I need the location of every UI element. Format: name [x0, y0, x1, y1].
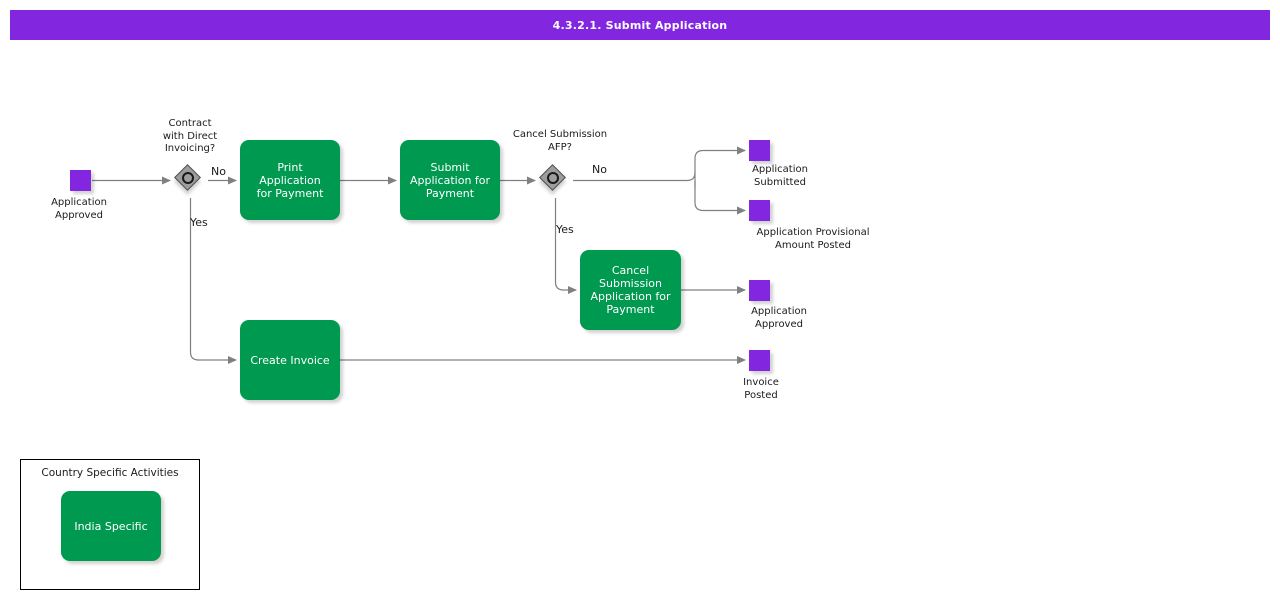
- gateway-ring-icon: [181, 171, 194, 184]
- gateway-contract-with-direct-invoicing[interactable]: [173, 163, 207, 197]
- task-cancel-submission-application-for-payment[interactable]: Cancel Submission Application for Paymen…: [580, 250, 681, 330]
- end-event-application-submitted-label: Application Submitted: [752, 164, 808, 188]
- end-event-application-provisional-amount-posted[interactable]: [749, 200, 770, 221]
- legend-item-india-specific-label: India Specific: [74, 519, 148, 533]
- task-submit-application-for-payment[interactable]: Submit Application for Payment: [400, 140, 500, 220]
- legend-country-specific-activities: Country Specific Activities India Specif…: [20, 459, 200, 590]
- gateway-contract-with-direct-invoicing-label: Contract with Direct Invoicing?: [162, 118, 218, 154]
- end-event-application-provisional-amount-posted-label: Application Provisional Amount Posted: [756, 227, 870, 251]
- flow-label-gateway2-no: No: [592, 163, 607, 176]
- end-event-invoice-posted-label: Invoice Posted: [743, 377, 779, 401]
- flow-gateway2-yes-to-cancel-submission: [554, 198, 577, 294]
- task-print-application-for-payment-label: Print Application for Payment: [256, 160, 324, 200]
- page-title: 4.3.2.1. Submit Application: [552, 18, 728, 32]
- legend-title: Country Specific Activities: [41, 467, 179, 479]
- start-event-application-approved[interactable]: [70, 170, 91, 191]
- end-event-application-approved-label: Application Approved: [751, 306, 807, 330]
- legend-item-india-specific[interactable]: India Specific: [61, 491, 161, 561]
- task-cancel-submission-application-for-payment-label: Cancel Submission Application for Paymen…: [590, 264, 671, 316]
- start-event-application-approved-label: Application Approved: [51, 197, 107, 221]
- gateway-cancel-submission-afp[interactable]: [538, 163, 572, 197]
- flow-label-gateway2-yes: Yes: [556, 223, 574, 236]
- task-submit-application-for-payment-label: Submit Application for Payment: [409, 160, 491, 200]
- flow-label-gateway1-no: No: [211, 165, 226, 178]
- flow-label-gateway1-yes: Yes: [190, 216, 208, 229]
- page-title-bar: 4.3.2.1. Submit Application: [10, 10, 1270, 40]
- end-event-invoice-posted[interactable]: [749, 350, 770, 371]
- end-event-application-approved[interactable]: [749, 280, 770, 301]
- gateway-ring-icon: [546, 171, 559, 184]
- gateway-cancel-submission-afp-label: Cancel Submission AFP?: [512, 129, 608, 153]
- task-print-application-for-payment[interactable]: Print Application for Payment: [240, 140, 340, 220]
- task-create-invoice-label: Create Invoice: [250, 353, 330, 367]
- task-create-invoice[interactable]: Create Invoice: [240, 320, 340, 400]
- end-event-application-submitted[interactable]: [749, 140, 770, 161]
